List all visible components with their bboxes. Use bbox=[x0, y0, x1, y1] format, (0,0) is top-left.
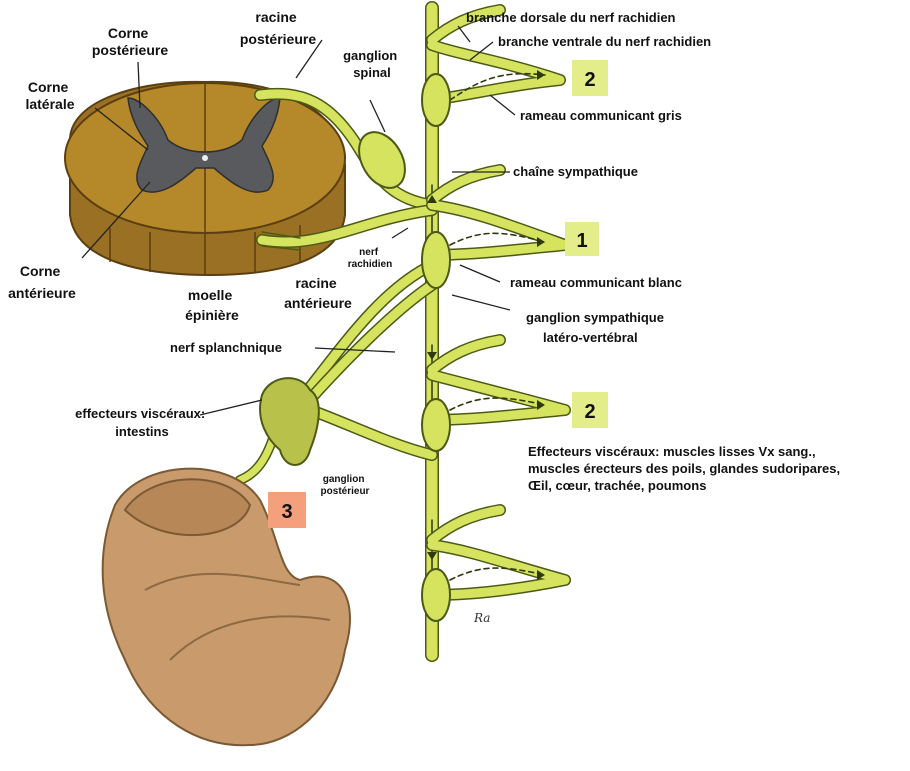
central-canal bbox=[202, 155, 208, 161]
label-ganglion-spinal: ganglion spinal bbox=[343, 48, 401, 80]
artist-signature: Ra bbox=[473, 611, 490, 625]
badge-3-text: 3 bbox=[281, 501, 292, 523]
label-ganglion-sympathique: ganglion sympathique latéro-vertébral bbox=[526, 310, 668, 345]
label-moelle-epiniere: moelle épinière bbox=[185, 287, 239, 323]
label-effecteurs-intestins: effecteurs viscéraux: intestins bbox=[75, 406, 209, 439]
label-nerf-splanchnique: nerf splanchnique bbox=[170, 340, 282, 355]
badge-2-mid-text: 2 bbox=[584, 401, 595, 423]
badge-2-top-text: 2 bbox=[584, 69, 595, 91]
label-nerf-rachidien: nerf rachidien bbox=[348, 247, 392, 270]
label-racine-posterieure: racine postérieure bbox=[240, 9, 316, 47]
label-ganglion-posterieur: ganglion postérieur bbox=[321, 474, 370, 497]
sympathetic-ganglion-4 bbox=[422, 569, 450, 621]
label-corne-anterieure: Corne antérieure bbox=[8, 263, 76, 301]
label-branche-dorsale: branche dorsale du nerf rachidien bbox=[466, 10, 676, 25]
label-rameau-blanc: rameau communicant blanc bbox=[510, 275, 682, 290]
sympathetic-ganglion-3 bbox=[422, 399, 450, 451]
label-branche-ventrale: branche ventrale du nerf rachidien bbox=[498, 34, 711, 49]
label-chaine-sympathique: chaîne sympathique bbox=[513, 164, 638, 179]
label-racine-anterieure: racine antérieure bbox=[284, 275, 352, 311]
sympathetic-ganglion-1 bbox=[422, 74, 450, 126]
label-effecteurs-list: Effecteurs viscéraux: muscles lisses Vx … bbox=[528, 444, 844, 493]
badge-1-text: 1 bbox=[576, 230, 587, 252]
spinal-nerve-branches bbox=[432, 10, 565, 595]
spinal-ganglion bbox=[350, 124, 415, 196]
label-corne-posterieure: Corne postérieure bbox=[92, 25, 168, 58]
label-corne-laterale: Corne latérale bbox=[25, 79, 74, 112]
sympathetic-ganglion-2 bbox=[422, 232, 450, 288]
label-rameau-gris: rameau communicant gris bbox=[520, 108, 682, 123]
intestine bbox=[103, 469, 350, 746]
